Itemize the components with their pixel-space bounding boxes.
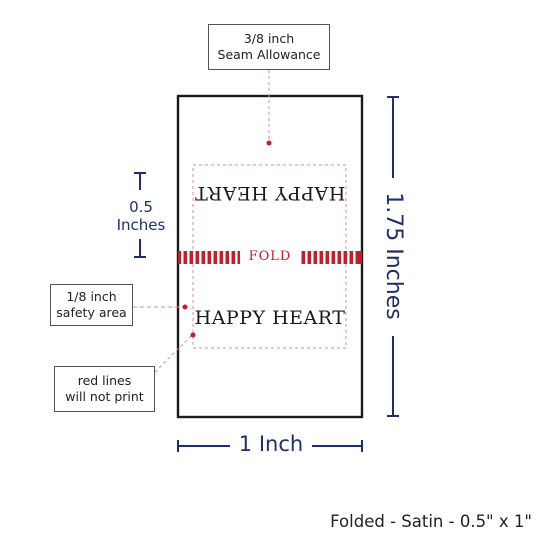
half-inch-label: 0.5 Inches [106,198,176,234]
red-lines-line2: will not print [65,389,144,404]
half-inch-dimension [134,172,146,258]
redlines-leader-dot [190,332,196,338]
label-text: HAPPY HEART [194,307,346,329]
seam-allowance-line2: Seam Allowance [217,47,321,62]
fold-label: FOLD [240,248,300,266]
label-text-upside-down: HAPPY HEART [194,182,346,204]
safety-leader-dot [182,304,188,310]
width-dimension [177,440,363,452]
red-lines-line1: red lines [77,373,132,388]
seam-allowance-callout: 3/8 inch Seam Allowance [208,24,330,70]
safety-area-line2: safety area [56,305,127,320]
safety-area-callout: 1/8 inch safety area [50,284,133,326]
safety-area-line1: 1/8 inch [66,289,117,304]
height-label: 1.75 Inches [380,188,406,324]
half-inch-value: 0.5 [129,198,153,216]
width-label: 1 Inch [230,431,312,457]
product-caption: Folded - Satin - 0.5" x 1" [330,512,532,531]
seam-leader-dot [266,140,272,146]
seam-allowance-line1: 3/8 inch [243,31,295,46]
half-inch-unit: Inches [116,216,166,234]
redlines-leader-line [154,335,192,373]
height-dimension [387,96,399,417]
red-lines-callout: red lines will not print [54,366,155,412]
